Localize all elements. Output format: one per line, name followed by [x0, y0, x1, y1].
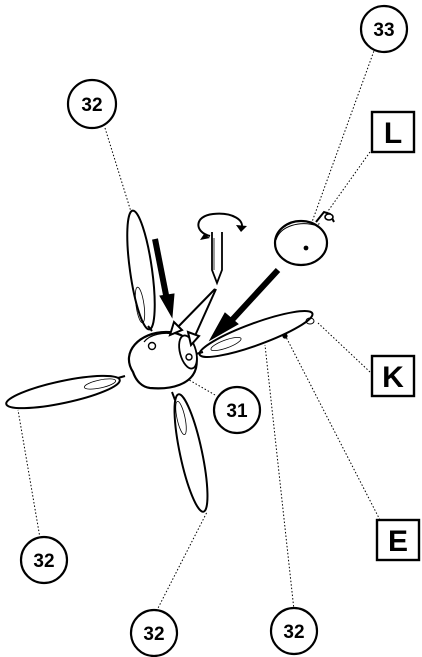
leader-lines [17, 47, 381, 615]
callout-32-left-label: 32 [33, 551, 54, 572]
assembly-arrows-thin [168, 288, 217, 348]
label-L-text: L [384, 117, 402, 150]
leader-32-top [104, 127, 133, 216]
spinner-cap [273, 210, 335, 267]
blade-tip-point [305, 317, 315, 325]
propeller-blade-left [5, 374, 126, 410]
leader-K [317, 322, 371, 373]
callout-33-label: 33 [373, 20, 394, 41]
leader-31 [183, 376, 216, 396]
callout-32-right: 32 [269, 606, 319, 656]
label-box-L: L [370, 110, 416, 154]
callout-33: 33 [359, 4, 409, 54]
callout-32-left: 32 [19, 535, 69, 585]
callout-32-top: 32 [66, 78, 118, 130]
callout-31-label: 31 [226, 401, 248, 422]
propeller-blade-bottom [171, 391, 209, 513]
label-box-K: K [370, 354, 416, 398]
callout-32-bottom-label: 32 [143, 624, 164, 645]
leader-E [284, 334, 381, 521]
callout-32-right-label: 32 [283, 622, 304, 643]
label-K-text: K [382, 361, 404, 394]
label-E-text: E [388, 525, 408, 558]
assembly-arrows-bold [152, 238, 281, 342]
callout-32-bottom: 32 [129, 608, 179, 657]
leader-33 [311, 47, 376, 223]
rotation-arrow-icon [197, 212, 247, 240]
blade-mid-point [282, 333, 288, 339]
leader-32-bottom [154, 511, 208, 615]
leader-32-left [17, 409, 41, 539]
leader-32-right [264, 344, 295, 611]
propeller-hub [127, 330, 198, 390]
spinner-point [303, 245, 309, 251]
propeller-blade-top [126, 209, 156, 332]
callout-32-top-label: 32 [81, 95, 102, 116]
label-box-E: E [375, 518, 421, 562]
callout-31: 31 [212, 385, 262, 435]
shaft-pin-icon [211, 232, 223, 286]
